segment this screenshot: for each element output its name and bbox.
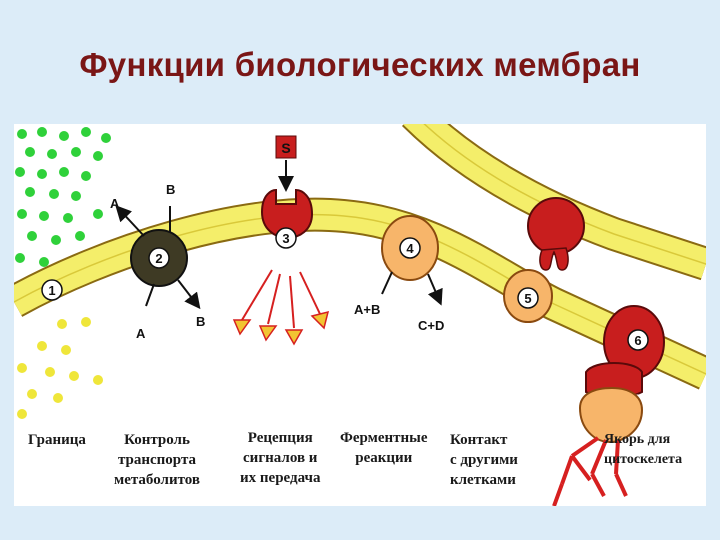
number-2: 2 (155, 251, 162, 266)
caption-boundary: Граница (28, 432, 86, 448)
label-b-in: B (166, 182, 175, 197)
label-substrate: A+B (354, 302, 380, 317)
slide-title: Функции биологических мембран (79, 46, 641, 83)
main-membrane (14, 197, 706, 390)
caption-transport: Контроль транспорта метаболитов (114, 432, 200, 488)
green-molecules (15, 127, 111, 267)
caption-anchor: Якорь для цитоскелета (604, 432, 683, 467)
label-b-out: B (196, 314, 205, 329)
number-3: 3 (282, 231, 289, 246)
number-6: 6 (634, 333, 641, 348)
number-5: 5 (524, 291, 531, 306)
function-6-anchor: 6 (552, 305, 665, 506)
function-1-boundary: 1 (41, 279, 63, 301)
neighbour-membrane (401, 124, 706, 281)
number-1: 1 (48, 283, 55, 298)
diagram-canvas: 1 2 A B A B S 3 (14, 124, 706, 506)
caption-enzymatic: Ферментные реакции (340, 430, 428, 466)
number-4: 4 (406, 241, 414, 256)
function-4-enzyme: 4 A+B C+D (354, 215, 444, 333)
yellow-molecules (17, 317, 103, 419)
signal-label: S (281, 140, 290, 156)
label-a-out: A (110, 196, 120, 211)
function-5-cell-contact: 5 (503, 197, 585, 323)
label-product: C+D (418, 318, 444, 333)
label-a-in: A (136, 326, 146, 341)
function-2-transport-channel: 2 A B A B (110, 182, 205, 341)
caption-contact: Контакт с другими клетками (450, 432, 518, 488)
caption-reception: Рецепция сигналов и их передача (240, 430, 321, 486)
function-3-receptor: S 3 (232, 135, 330, 346)
membrane-diagram: 1 2 A B A B S 3 (14, 124, 706, 506)
